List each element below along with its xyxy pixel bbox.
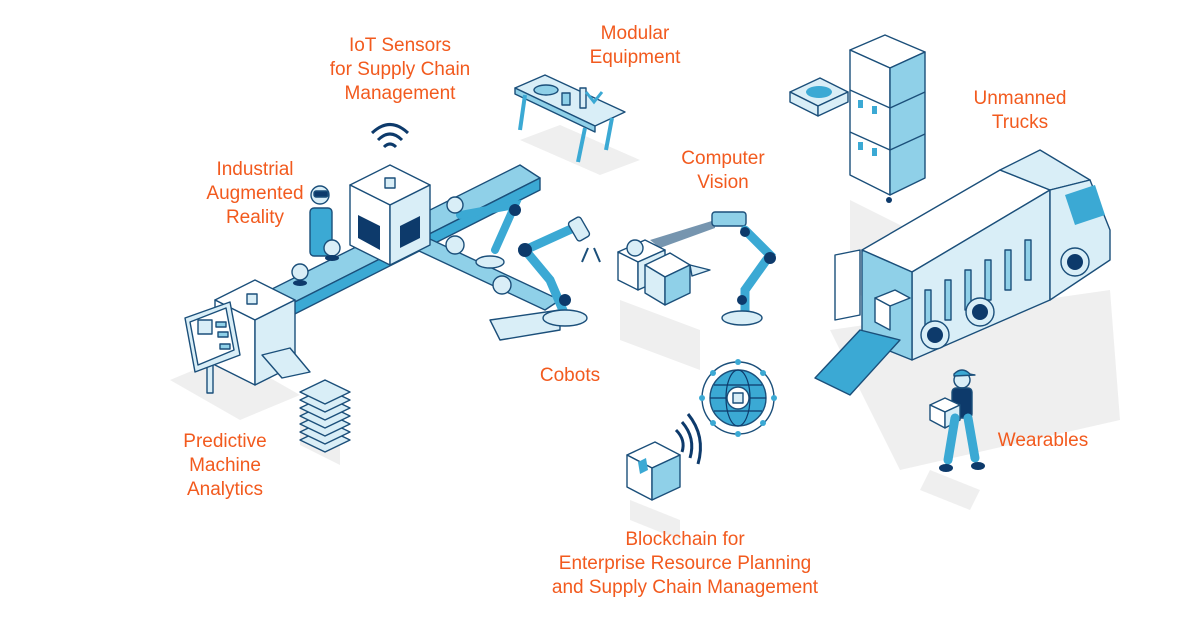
- label-iot-sensors: IoT Sensors for Supply Chain Management: [329, 35, 471, 104]
- cobot-arm-icon: [517, 216, 601, 327]
- label-cobots: Cobots: [539, 365, 601, 386]
- control-panel-icon: [184, 301, 241, 373]
- truck-icon: [814, 149, 1111, 396]
- scale-platform-icon: [789, 77, 849, 117]
- delivery-worker-icon: [929, 369, 985, 472]
- globe-network-icon: [699, 359, 777, 437]
- conveyor-machine-icon: [349, 164, 431, 266]
- label-industrial-ar: Industrial Augmented Reality: [206, 159, 304, 228]
- label-modular-equipment: Modular Equipment: [589, 23, 681, 68]
- label-unmanned-trucks: Unmanned Trucks: [973, 88, 1067, 133]
- truck-ribs: [924, 239, 1032, 331]
- worker-vr-headset-icon: [291, 185, 341, 286]
- label-blockchain: Blockchain for Enterprise Resource Plann…: [551, 529, 819, 598]
- camera-arm-icon: [650, 211, 776, 326]
- paper-stack-icon: [299, 379, 351, 453]
- workbench-icon: [514, 74, 626, 163]
- open-boxes-icon: [617, 239, 711, 306]
- signal-waves-icon: [674, 413, 702, 465]
- package-box-icon: [626, 441, 681, 501]
- label-predictive-analytics: Predictive Machine Analytics: [183, 431, 267, 500]
- robotic-arm-icon: [445, 196, 522, 295]
- wifi-signal-icon: [370, 123, 410, 149]
- label-computer-vision: Computer Vision: [681, 148, 765, 193]
- label-wearables: Wearables: [997, 430, 1089, 451]
- shelf-boxes-icon: [849, 34, 926, 203]
